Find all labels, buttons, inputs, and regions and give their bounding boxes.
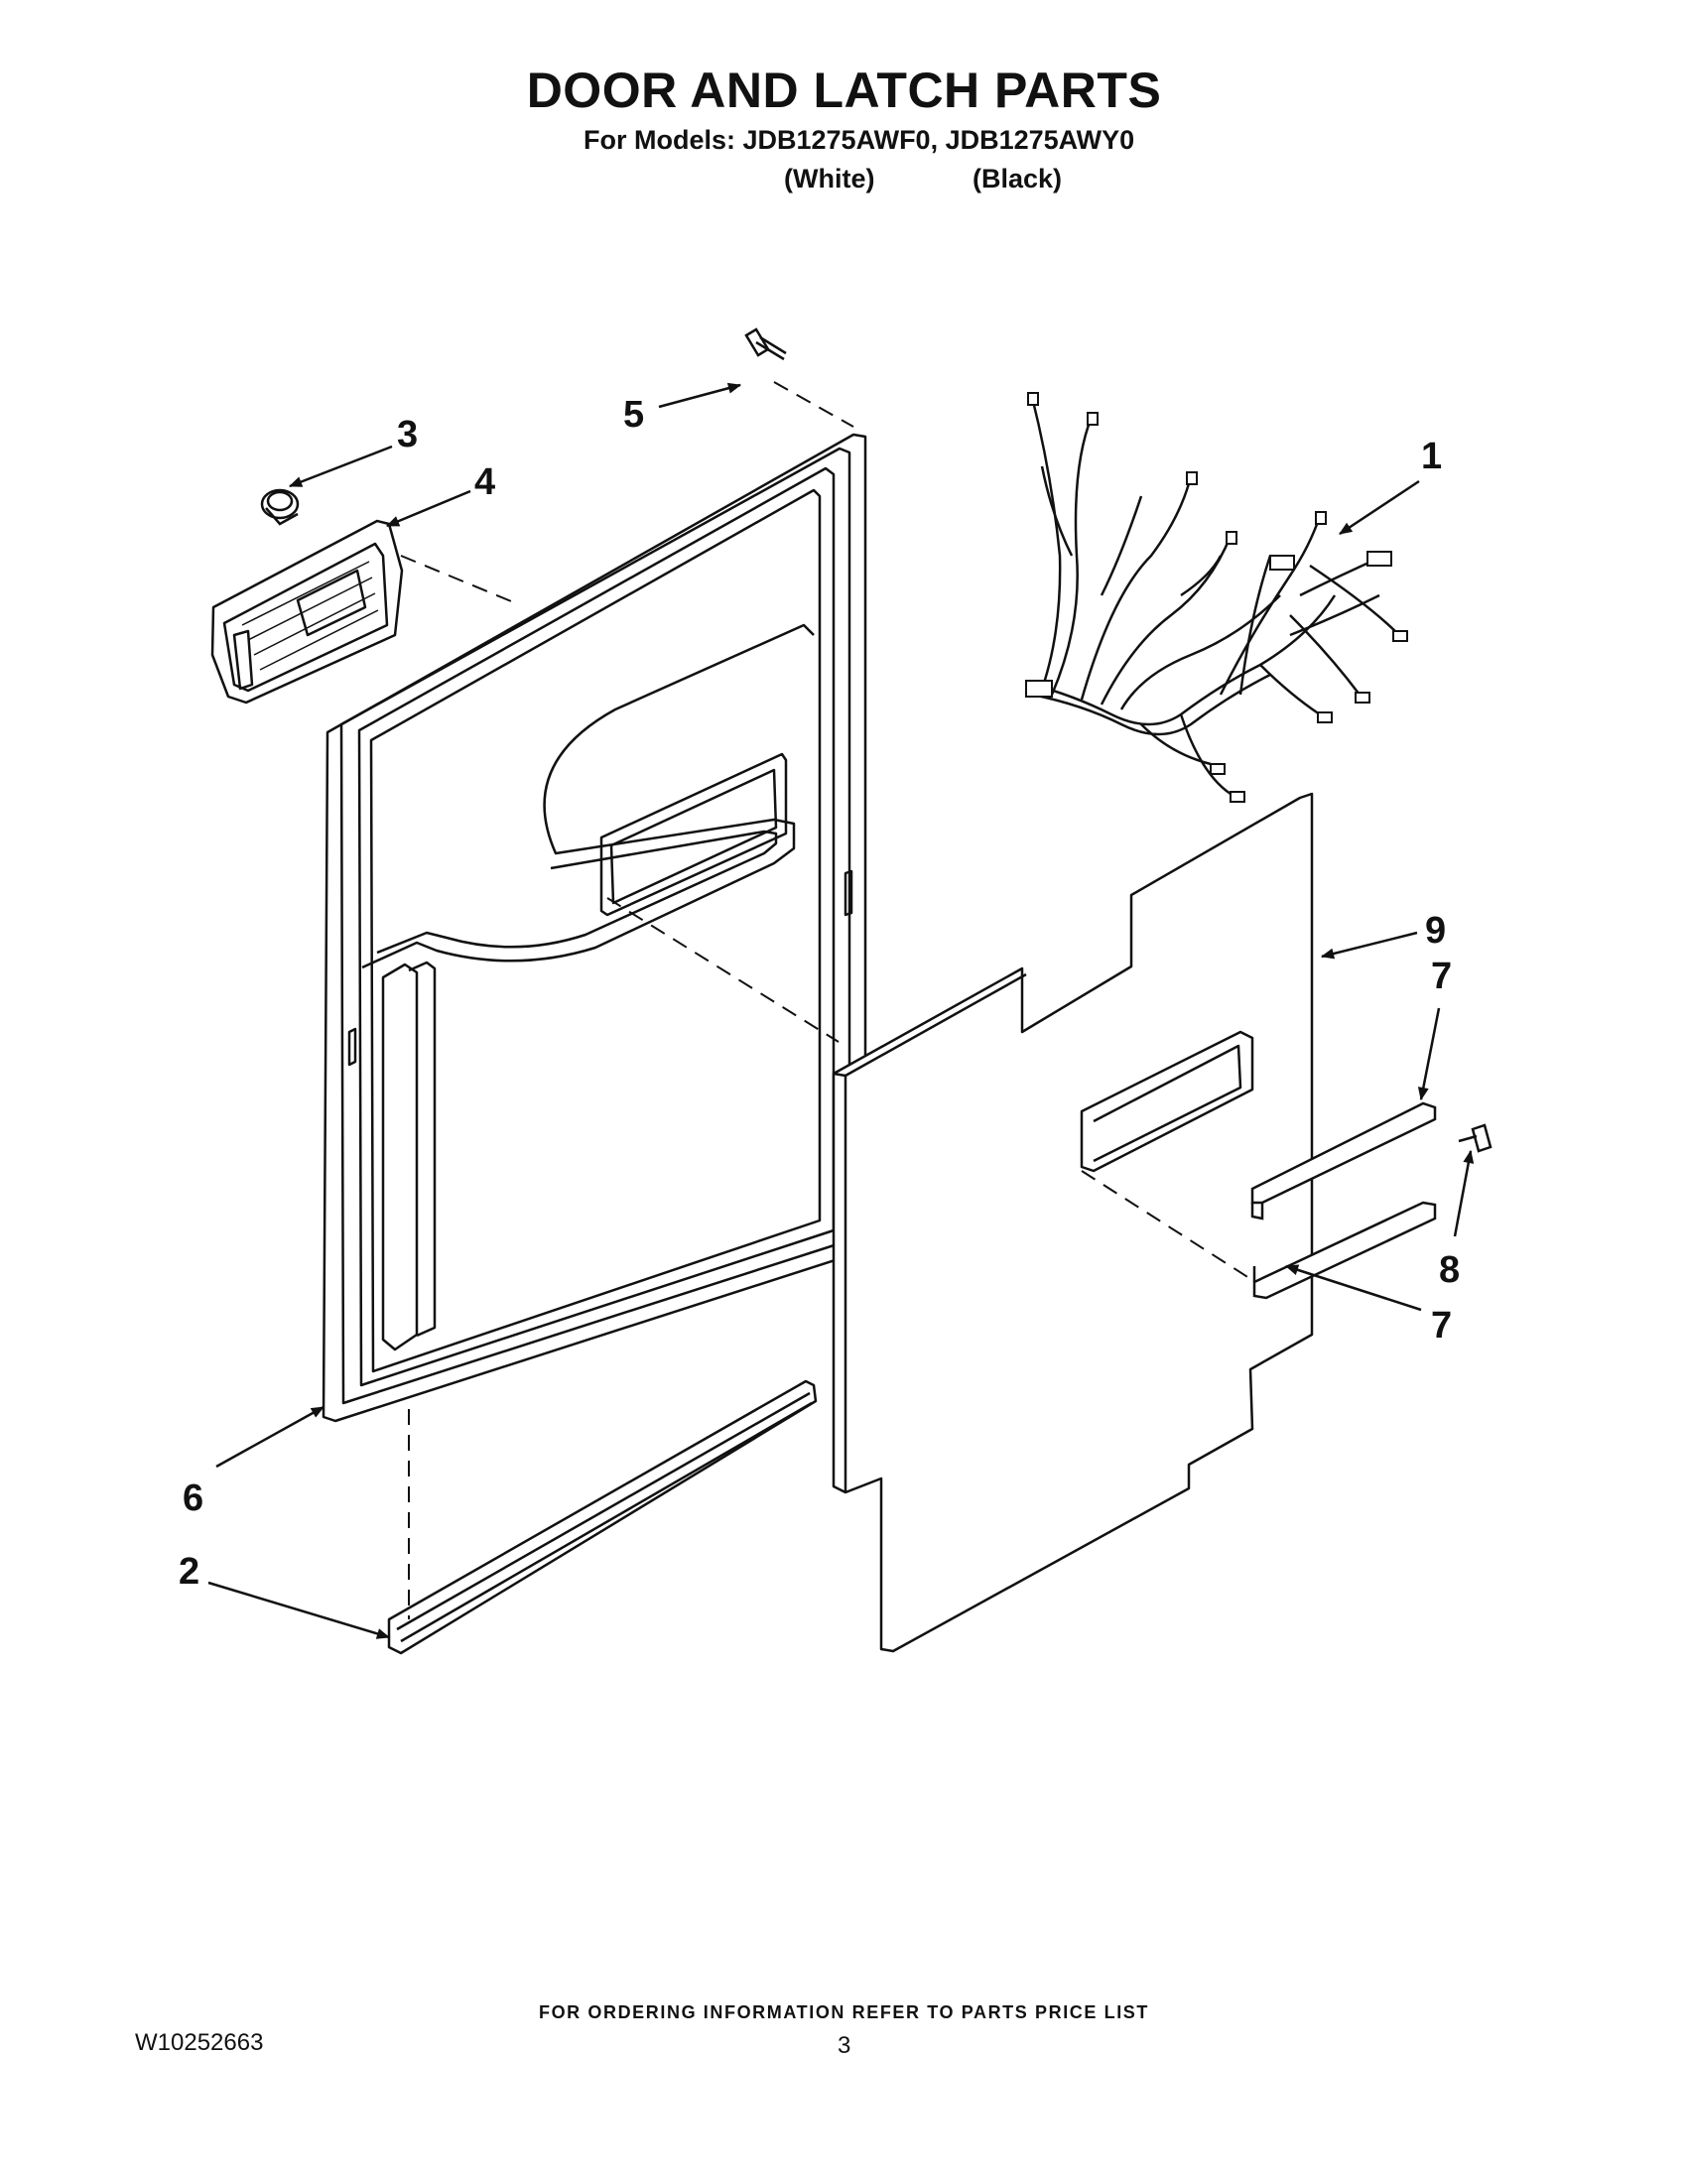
console-detail-lines: [241, 561, 379, 671]
wire-harness: [1030, 396, 1400, 796]
document-id: W10252663: [135, 2029, 264, 2056]
knob: [260, 488, 300, 526]
page-number: 3: [838, 2032, 851, 2059]
variant-white: (White): [784, 164, 875, 193]
variant-black: (Black): [973, 164, 1063, 193]
bracket-upper: [1250, 1101, 1437, 1220]
callout-7-upper: 7: [1431, 956, 1452, 997]
door-trim-strip: [387, 1379, 818, 1655]
callout-3: 3: [397, 414, 418, 455]
callout-9: 9: [1425, 910, 1446, 952]
callout-4: 4: [474, 461, 495, 503]
door-inner-panel: [322, 433, 867, 1423]
callout-7-lower: 7: [1431, 1305, 1452, 1347]
screw-bracket: [1458, 1123, 1493, 1153]
screw-top: [744, 327, 787, 361]
assembly-dash-lines: [400, 381, 1253, 1619]
harness-connectors: [1025, 392, 1408, 803]
callout-8: 8: [1439, 1249, 1460, 1291]
callout-6: 6: [183, 1477, 203, 1519]
leader-arrows: [207, 382, 1475, 1639]
control-console: [210, 519, 404, 705]
bracket-lower: [1252, 1201, 1437, 1300]
callout-5: 5: [623, 394, 644, 436]
page-title: DOOR AND LATCH PARTS: [526, 63, 1162, 118]
callout-1: 1: [1421, 436, 1442, 477]
callout-2: 2: [179, 1551, 199, 1593]
access-panel: [832, 792, 1314, 1653]
models-line: For Models: JDB1275AWF0, JDB1275AWY0: [584, 125, 1135, 155]
ordering-note: FOR ORDERING INFORMATION REFER TO PARTS …: [538, 2002, 1149, 2022]
